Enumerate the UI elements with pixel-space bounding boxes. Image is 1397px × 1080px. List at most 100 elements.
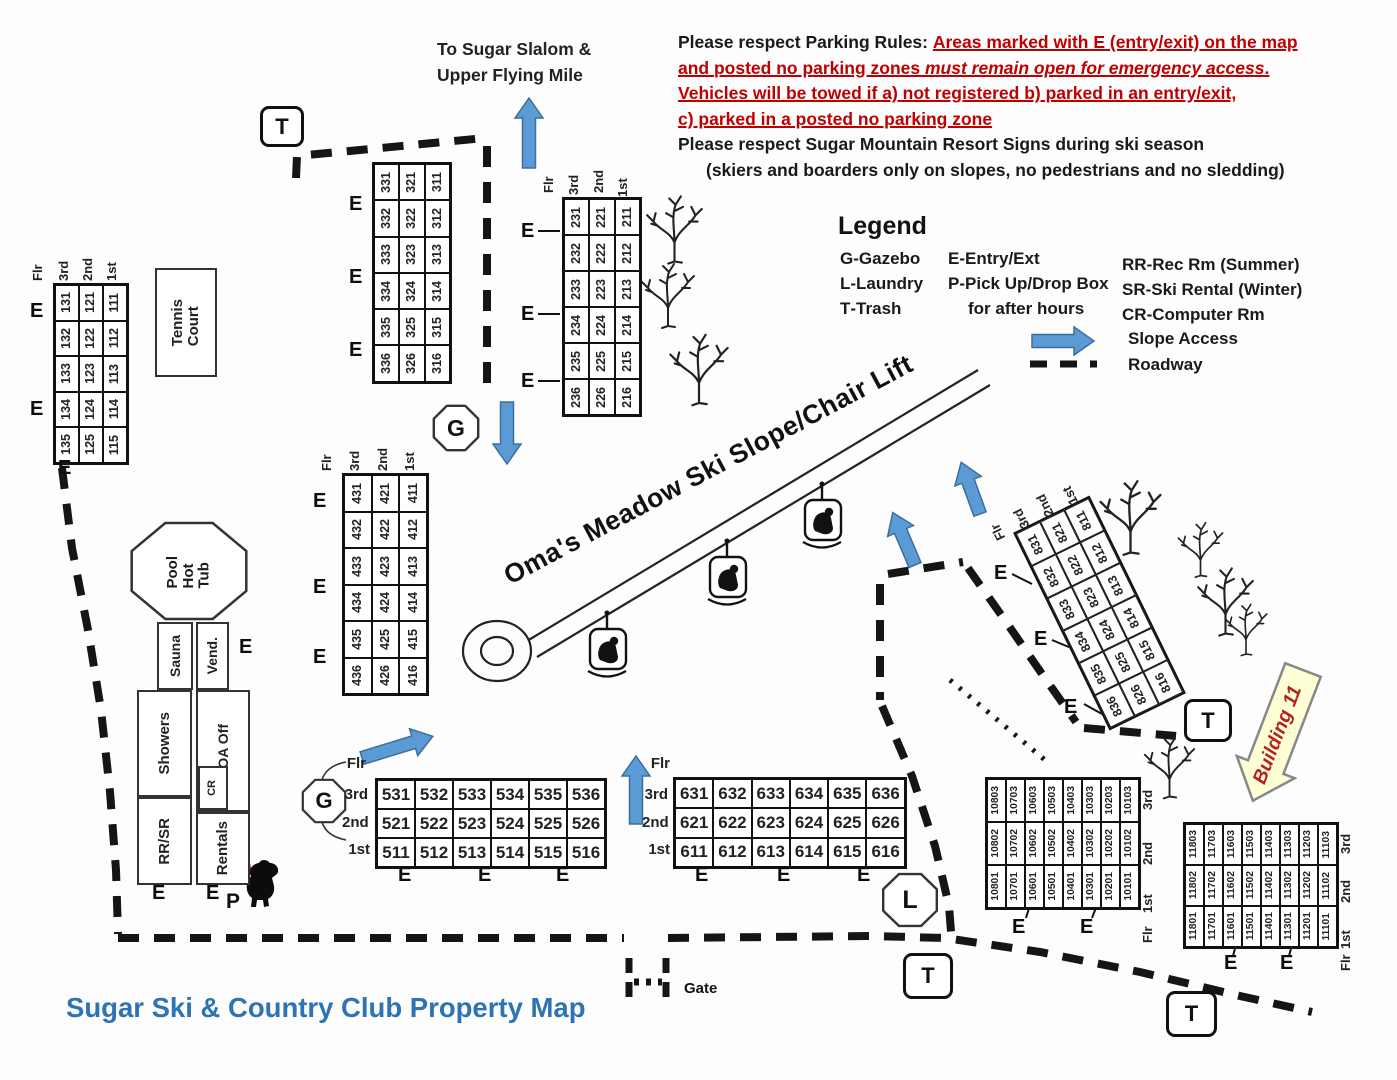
unit-number: 616 <box>871 842 900 862</box>
floor-header: 2nd <box>591 169 606 193</box>
unit-number: 536 <box>571 784 601 804</box>
unit-number: 311 <box>429 172 444 193</box>
bullwheel-outer <box>461 619 533 683</box>
unit-number: 11303 <box>1283 830 1295 859</box>
unit-number: 815 <box>1136 637 1158 663</box>
unit-cell: 133 <box>55 356 79 392</box>
trash-icon: T <box>903 953 953 999</box>
unit-number: 10102 <box>1123 829 1135 858</box>
unit-cell: 122 <box>79 320 103 356</box>
unit-cell: 635 <box>828 779 867 809</box>
unit-number: 425 <box>377 628 392 650</box>
unit-number: 513 <box>457 842 487 862</box>
unit-number: 213 <box>619 278 634 300</box>
floor-label: Flr <box>650 755 670 772</box>
room-label: Tennis Court <box>169 298 202 347</box>
floor-label: Flr <box>346 755 366 772</box>
unit-number: 235 <box>569 350 584 372</box>
legend-column-rooms: RR-Rec Rm (Summer)SR-Ski Rental (Winter)… <box>1122 252 1302 327</box>
rule-text-segment: (skiers and boarders only on slopes, no … <box>706 159 1285 180</box>
unit-number: 611 <box>680 842 708 862</box>
unit-number: 222 <box>594 242 609 264</box>
unit-cell: 526 <box>567 809 605 838</box>
unit-cell: 612 <box>713 837 752 867</box>
unit-number: 623 <box>756 812 785 832</box>
unit-cell: 114 <box>103 391 127 427</box>
chair-hanger-knob <box>819 481 825 487</box>
unit-cell: 10302 <box>1082 822 1101 865</box>
unit-number: 11101 <box>1321 912 1333 941</box>
unit-cell: 224 <box>589 307 615 343</box>
unit-number: 10302 <box>1085 829 1097 858</box>
unit-cell: 10502 <box>1044 822 1063 865</box>
unit-cell: 622 <box>713 808 752 838</box>
legend-item: for after hours <box>948 296 1109 321</box>
unit-number: 315 <box>429 316 444 338</box>
unit-number: 612 <box>718 842 747 862</box>
entry-exit-marker: E <box>313 576 327 598</box>
unit-number: 826 <box>1127 681 1150 707</box>
floor-label: 2nd <box>342 814 369 831</box>
entry-exit-marker: E <box>30 398 44 420</box>
unit-cell: 315 <box>424 309 450 346</box>
unit-cell: 335 <box>374 309 400 346</box>
tree-icon <box>1224 603 1268 657</box>
unit-cell: 333 <box>374 236 400 273</box>
tree-icon <box>1177 521 1224 579</box>
unit-number: 322 <box>404 208 419 229</box>
unit-cell: 416 <box>399 657 428 694</box>
trash-icon: T <box>1166 991 1217 1037</box>
unit-number: 11802 <box>1188 871 1200 900</box>
unit-number: 511 <box>382 842 410 862</box>
room-label: Vend. <box>204 637 221 675</box>
unit-cell: 11501 <box>1242 906 1261 947</box>
unit-number: 225 <box>594 350 609 372</box>
unit-cell: 426 <box>371 657 400 694</box>
unit-number: 832 <box>1040 564 1062 589</box>
unit-number: 812 <box>1088 540 1111 566</box>
unit-number: 422 <box>377 519 392 541</box>
entry-exit-marker: E <box>1064 696 1078 718</box>
unit-number: 10701 <box>1009 872 1021 901</box>
unit-number: 10502 <box>1047 829 1059 858</box>
unit-number: 334 <box>379 280 394 302</box>
unit-number: 10303 <box>1085 786 1097 815</box>
slope-access-arrow <box>886 511 922 569</box>
unit-cell: 611 <box>675 837 714 867</box>
skier-body <box>813 512 833 535</box>
unit-cell: 511 <box>377 838 415 867</box>
legend-item-key: L <box>840 274 851 293</box>
rule-line: (skiers and boarders only on slopes, no … <box>678 158 1368 184</box>
entry-exit-marker: E <box>30 300 44 322</box>
floor-header: 3rd <box>347 450 362 471</box>
unit-cell: 11703 <box>1204 824 1223 865</box>
unit-number: 11202 <box>1302 871 1314 900</box>
entry-exit-marker: E <box>695 864 709 886</box>
unit-cell: 234 <box>564 307 590 343</box>
unit-number: 223 <box>594 278 609 300</box>
floor-header: Flr <box>1140 926 1155 943</box>
bear-statue-icon <box>246 860 279 907</box>
skier-head <box>609 636 619 646</box>
unit-cell: 11302 <box>1280 865 1299 906</box>
floor-header: 2nd <box>1140 841 1155 865</box>
unit-cell: 624 <box>789 808 829 838</box>
rule-text-segment: . <box>1264 57 1270 78</box>
unit-number: 234 <box>569 314 584 336</box>
unit-number: 813 <box>1104 572 1127 598</box>
chair-frame <box>588 627 628 671</box>
chair-frame <box>803 498 843 542</box>
unit-number: 835 <box>1087 661 1110 687</box>
gate-label: Gate <box>684 980 718 997</box>
unit-number: 514 <box>495 842 525 862</box>
showers-room: Showers <box>137 690 192 797</box>
unit-cell: 10501 <box>1044 865 1063 908</box>
unit-number: 10201 <box>1104 872 1116 901</box>
rule-text-segment: E (entry/exit) <box>1093 32 1200 52</box>
unit-number: 435 <box>350 628 365 650</box>
unit-number: 534 <box>495 784 525 804</box>
